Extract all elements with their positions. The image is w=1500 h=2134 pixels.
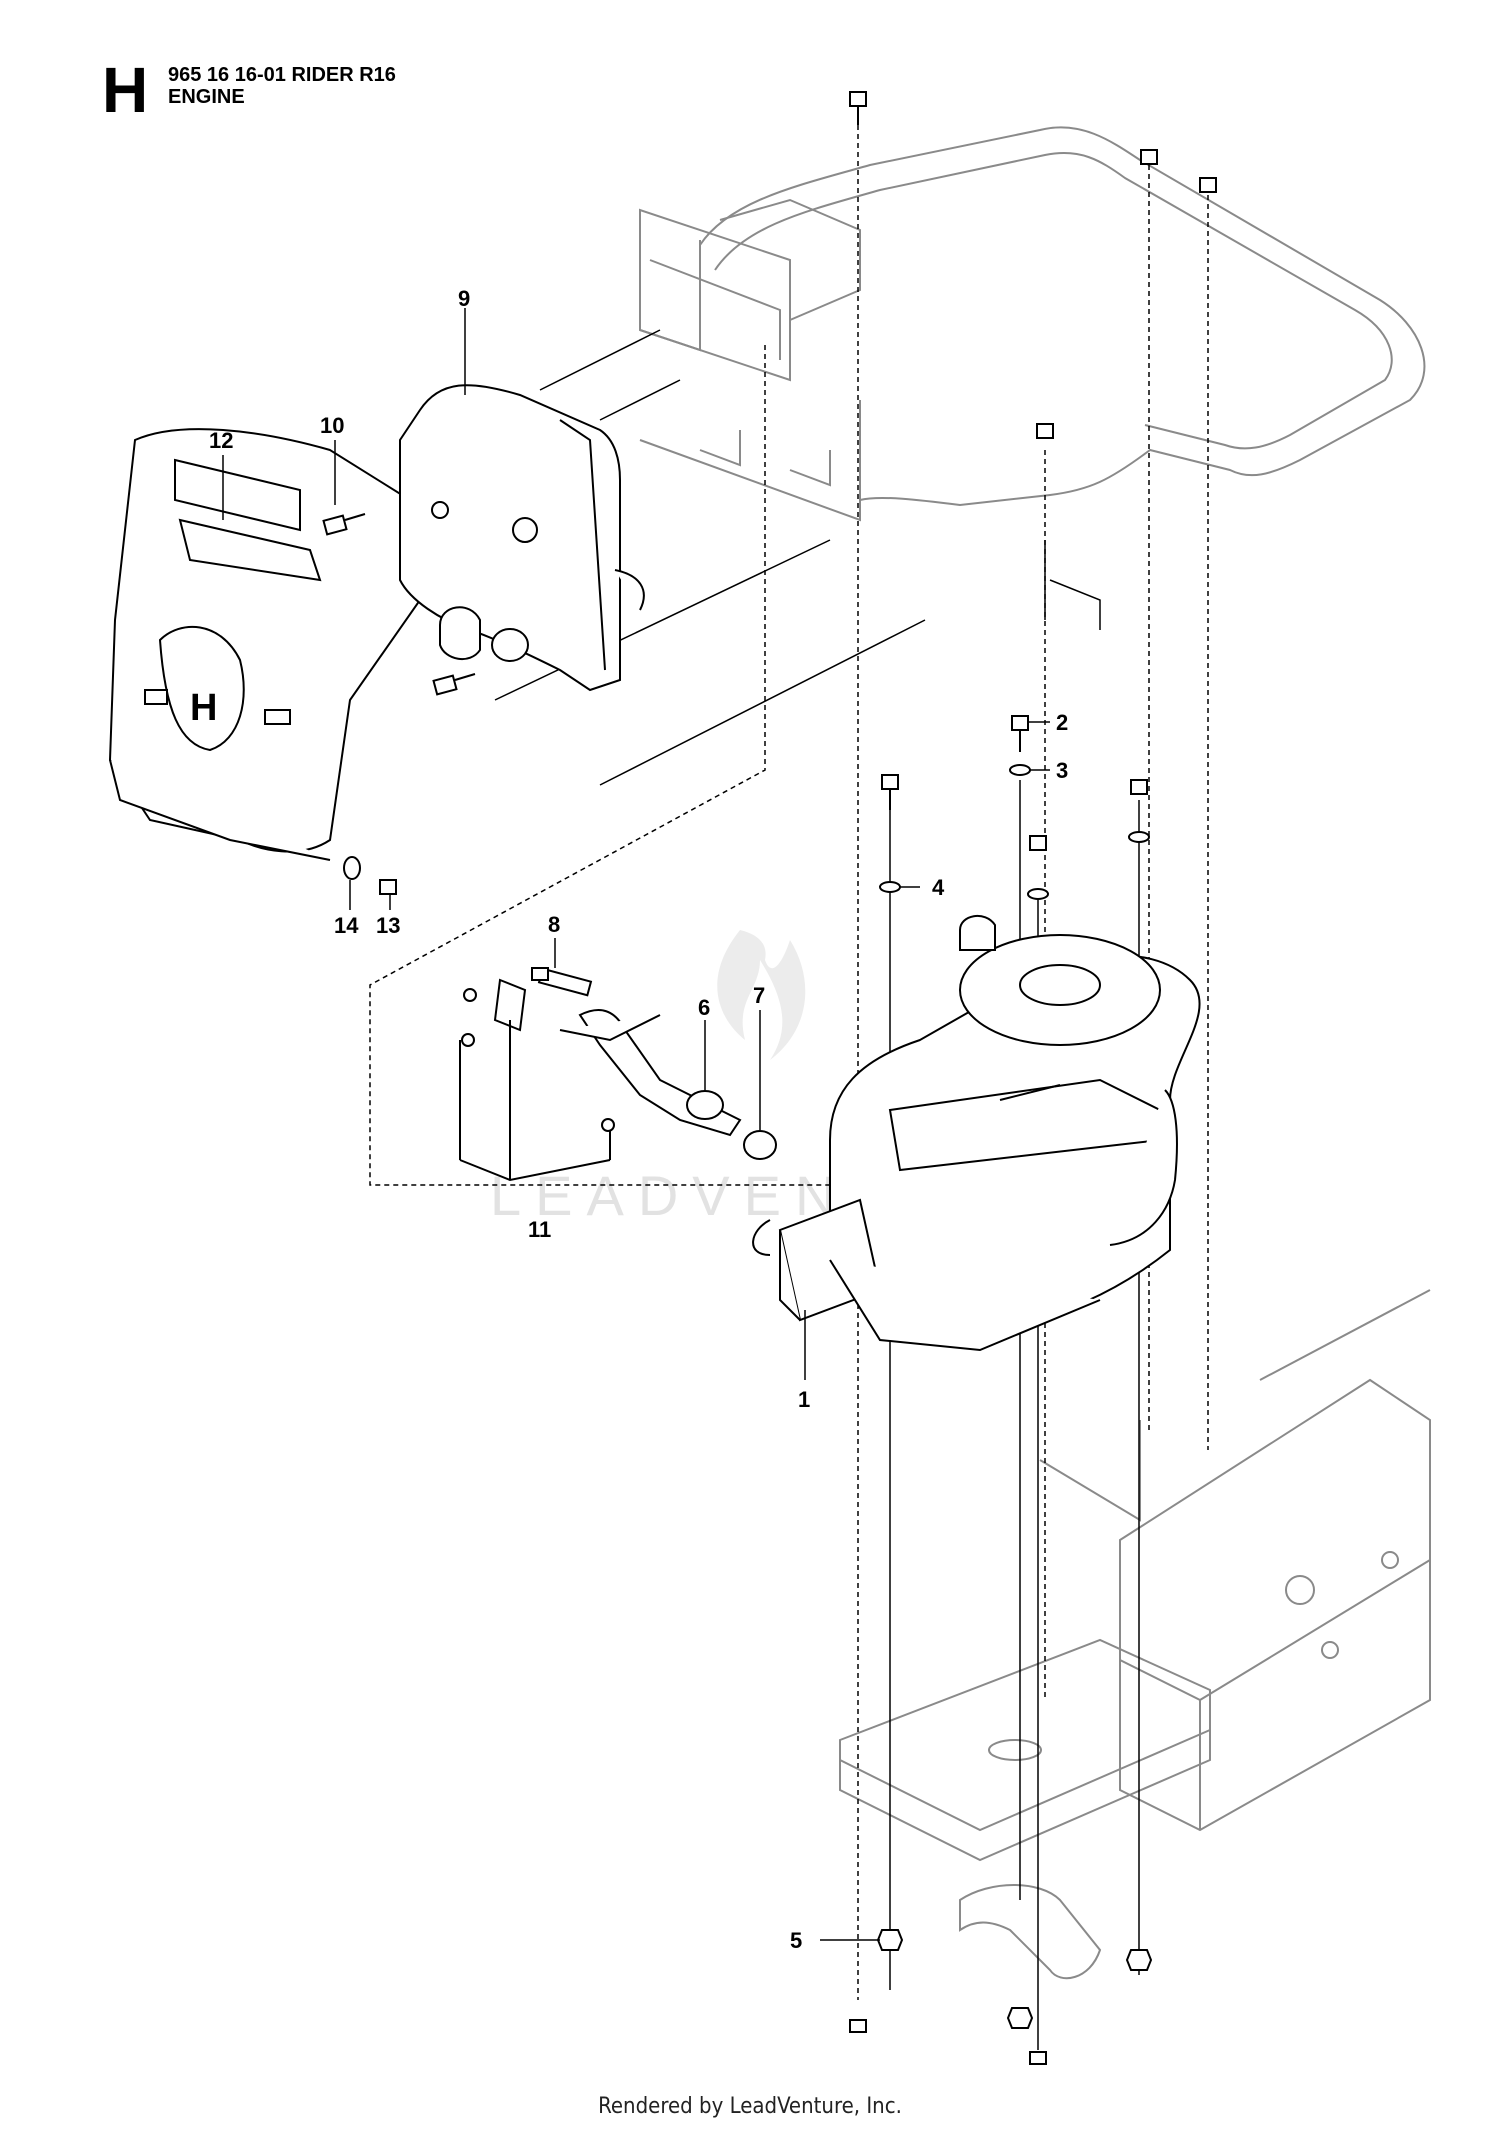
- part-number-title: 965 16 16-01 RIDER R16: [168, 64, 396, 86]
- engine-part-1: [752, 915, 1201, 1352]
- heat-shield-part-12: H: [108, 428, 422, 861]
- chassis-frame-ghost: [839, 1289, 1431, 1980]
- callout-12: 12: [209, 428, 233, 453]
- callout-6: 6: [698, 995, 710, 1020]
- callout-8: 8: [548, 912, 560, 937]
- callout-leaders: [222, 308, 1050, 1941]
- watermark-flame-icon: [717, 930, 806, 1060]
- fasteners: [322, 91, 1217, 2065]
- footer-credit: Rendered by LeadVenture, Inc.: [598, 2094, 902, 2119]
- callout-11: 11: [528, 1217, 551, 1242]
- diagram-title-block: 965 16 16-01 RIDER R16 ENGINE: [168, 64, 396, 108]
- muffler-part-9: [399, 384, 645, 692]
- callout-7: 7: [753, 983, 765, 1008]
- callout-1: 1: [798, 1387, 810, 1412]
- handle-frame-ghost: [639, 126, 1426, 522]
- assembly-subtitle: ENGINE: [168, 86, 245, 108]
- svg-text:H: H: [190, 687, 217, 729]
- callout-labels: 1 2 3 4 5 6 7 8 9 10 11 12 13 14: [209, 286, 1068, 1953]
- exhaust-pipe-assembly: [459, 967, 777, 1182]
- callout-5: 5: [790, 1928, 802, 1953]
- callout-10: 10: [320, 413, 344, 438]
- callout-9: 9: [458, 286, 470, 311]
- section-letter: H: [102, 54, 149, 126]
- callout-13: 13: [376, 913, 400, 938]
- callout-3: 3: [1056, 758, 1068, 783]
- callout-14: 14: [334, 913, 359, 938]
- callout-2: 2: [1056, 710, 1068, 735]
- callout-4: 4: [932, 875, 945, 900]
